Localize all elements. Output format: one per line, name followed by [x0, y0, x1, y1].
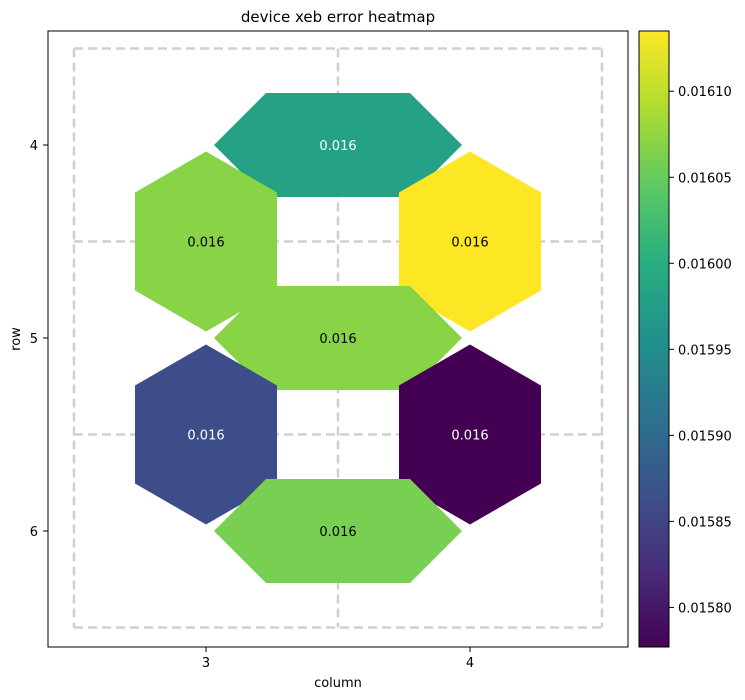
colorbar-tick-label: 0.01580 [678, 601, 732, 616]
y-axis-ticks: 4 5 6 [30, 139, 48, 540]
y-axis-label: row [9, 327, 24, 351]
heatmap-cell [399, 151, 541, 332]
colorbar-tick-label: 0.01595 [678, 343, 732, 358]
colorbar-tick-label: 0.01605 [678, 171, 732, 186]
colorbar-ticks: 0.01580 0.01585 0.01590 0.01595 0.01600 0.016… [669, 85, 732, 616]
colorbar-tick-label: 0.01585 [678, 515, 732, 530]
cell-value-label: 0.016 [319, 332, 356, 347]
cell-value-label: 0.016 [319, 139, 356, 154]
colorbar-tick-label: 0.01600 [678, 257, 732, 272]
y-tick-label: 4 [30, 139, 38, 154]
colorbar-tick-label: 0.01590 [678, 429, 732, 444]
colorbar-tick-label: 0.01610 [678, 85, 732, 100]
cell-value-label: 0.016 [187, 429, 224, 444]
cell-value-label: 0.016 [319, 525, 356, 540]
y-tick-label: 5 [30, 332, 38, 347]
x-tick-label: 3 [202, 656, 210, 671]
chart-title: device xeb error heatmap [241, 8, 435, 26]
heatmap-cell [214, 93, 462, 197]
cell-value-label: 0.016 [451, 429, 488, 444]
cell-value-label: 0.016 [187, 236, 224, 251]
colorbar [638, 30, 670, 648]
heatmap-cells: 0.016 0.016 0.016 0.016 0.016 0.016 0.016 [135, 93, 541, 583]
x-axis-label: column [314, 676, 362, 691]
heatmap-cell [135, 344, 277, 525]
heatmap-cell [135, 151, 277, 332]
heatmap-cell [214, 286, 462, 390]
x-tick-label: 4 [466, 656, 474, 671]
cell-value-label: 0.016 [451, 236, 488, 251]
y-tick-label: 6 [30, 525, 38, 540]
plot-frame [47, 30, 629, 648]
heatmap-cell [214, 479, 462, 583]
heatmap-cell [399, 344, 541, 525]
